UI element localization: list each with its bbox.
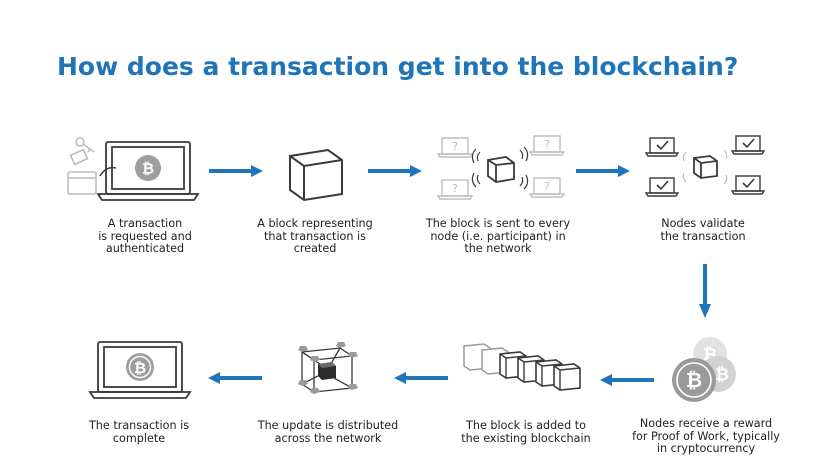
- svg-text:?: ?: [452, 182, 458, 195]
- diagram-title: How does a transaction get into the bloc…: [57, 52, 739, 81]
- svg-text:₿: ₿: [142, 160, 154, 178]
- flow-arrow-left-icon: [208, 372, 262, 384]
- step-3-caption: The block is sent to every node (i.e. pa…: [425, 217, 571, 255]
- step-1-caption: A transaction is requested and authentic…: [98, 217, 192, 255]
- step-7-caption: The update is distributed across the net…: [257, 419, 399, 445]
- chained-blocks-icon: [463, 343, 581, 391]
- flow-arrow-right-icon: [368, 165, 422, 177]
- bitcoin-coins-icon: ₿ ₿ ₿: [672, 337, 736, 402]
- flow-arrow-right-icon: [209, 165, 263, 177]
- step-5-caption: Nodes receive a reward for Proof of Work…: [632, 417, 780, 455]
- laptop-complete-icon: ₿: [88, 341, 192, 399]
- flow-arrow-left-icon: [394, 372, 448, 384]
- step-6-caption: The block is added to the existing block…: [461, 419, 591, 445]
- broadcast-network-icon: ?? ??: [436, 135, 566, 200]
- step-8-caption: The transaction is complete: [88, 419, 190, 445]
- distributed-network-icon: [298, 342, 358, 394]
- svg-text:₿: ₿: [134, 359, 146, 377]
- laptop-bitcoin-icon: ₿: [67, 137, 200, 201]
- svg-text:₿: ₿: [686, 368, 702, 392]
- svg-text:?: ?: [452, 140, 458, 153]
- svg-text:?: ?: [544, 138, 550, 151]
- flow-arrow-down-icon: [699, 264, 711, 318]
- step-4-caption: Nodes validate the transaction: [660, 217, 746, 243]
- svg-text:₿: ₿: [715, 365, 729, 385]
- flow-arrow-right-icon: [576, 165, 630, 177]
- validated-nodes-icon: [644, 135, 766, 197]
- svg-text:?: ?: [544, 180, 550, 193]
- flow-arrow-left-icon: [600, 374, 654, 386]
- step-2-caption: A block representing that transaction is…: [257, 217, 373, 255]
- cube-icon: [289, 148, 343, 202]
